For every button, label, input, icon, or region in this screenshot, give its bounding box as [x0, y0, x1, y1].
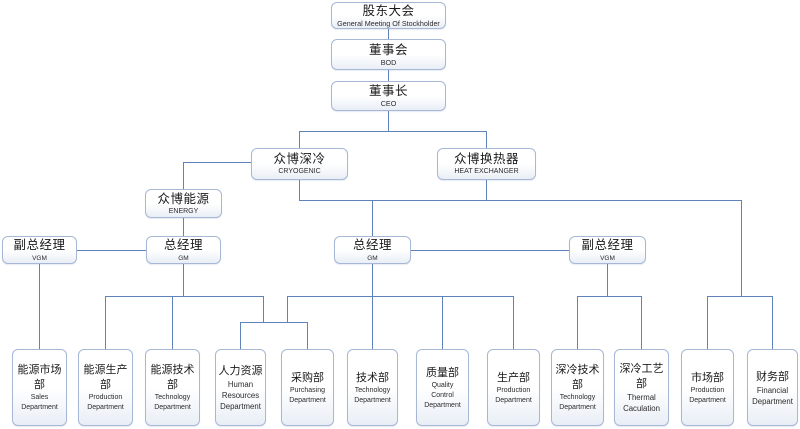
dept-subtitle: Sales Department — [21, 394, 58, 411]
dept-subtitle: Technology Department — [354, 386, 391, 404]
dept-technology: 技术部 Technology Department — [347, 349, 398, 426]
energy-gm-title: 总经理 — [163, 236, 203, 252]
dept-title: 采购部 — [291, 370, 324, 384]
dept-energy-production: 能源生产部 Production Department — [78, 349, 133, 426]
dept-subtitle: Production Department — [689, 386, 726, 404]
node-gm: 总经理 GM — [334, 236, 411, 264]
shareholders-meeting-title: 股东大会 — [362, 2, 415, 18]
board-title: 董事会 — [368, 41, 408, 57]
dept-energy-sales: 能源市场部 Sales Department — [12, 349, 67, 426]
energy-title: 众博能源 — [157, 190, 210, 206]
dept-finance: 财务部 Financial Department — [747, 349, 798, 426]
dept-title: 技术部 — [356, 370, 389, 384]
vgm-subtitle: VGM — [600, 254, 615, 262]
node-vgm: 副总经理 VGM — [569, 236, 646, 264]
dept-energy-technology: 能源技术部 Technology Department — [145, 349, 200, 426]
dept-cryogenic-process: 深冷工艺部 Thermal Caculation — [614, 349, 669, 426]
energy-gm-subtitle: GM — [178, 254, 189, 262]
dept-subtitle: Financial Department — [752, 385, 793, 406]
node-energy-gm: 总经理 GM — [146, 236, 221, 264]
dept-subtitle: Technology Department — [559, 394, 596, 411]
energy-vgm-subtitle: VGM — [32, 254, 47, 262]
dept-title: 人力资源 — [218, 364, 263, 377]
dept-subtitle: Quality Control Department — [424, 381, 461, 409]
dept-subtitle: Purchasing Department — [289, 386, 326, 404]
dept-title: 生产部 — [497, 370, 530, 384]
node-shareholders-meeting: 股东大会 General Meeting Of Stockholder — [331, 2, 446, 29]
dept-cryogenic-technology: 深冷技术部 Technology Department — [551, 349, 604, 426]
vgm-title: 副总经理 — [581, 236, 634, 252]
dept-title: 能源技术部 — [150, 363, 195, 391]
cryogenic-title: 众博深冷 — [273, 151, 326, 166]
node-board: 董事会 BOD — [331, 39, 446, 70]
dept-subtitle: Technology Department — [154, 394, 191, 411]
chairman-subtitle: CEO — [380, 99, 397, 108]
dept-human-resources: 人力资源 Human Resources Department — [215, 349, 266, 426]
heat-exchanger-title: 众博换热器 — [453, 151, 519, 166]
dept-market: 市场部 Production Department — [681, 349, 734, 426]
dept-title: 深冷技术部 — [555, 363, 600, 391]
chairman-title: 董事长 — [368, 83, 408, 98]
node-heat-exchanger: 众博换热器 HEAT EXCHANGER — [437, 148, 536, 180]
dept-title: 能源生产部 — [83, 363, 128, 391]
node-cryogenic: 众博深冷 CRYOGENIC — [251, 148, 348, 180]
node-energy-vgm: 副总经理 VGM — [2, 236, 77, 264]
energy-vgm-title: 副总经理 — [13, 236, 66, 252]
dept-subtitle: Thermal Caculation — [623, 393, 660, 413]
heat-exchanger-subtitle: HEAT EXCHANGER — [454, 168, 519, 175]
dept-title: 深冷工艺部 — [619, 362, 664, 390]
dept-title: 质量部 — [426, 365, 459, 379]
dept-title: 财务部 — [756, 369, 789, 383]
dept-purchasing: 采购部 Purchasing Department — [281, 349, 334, 426]
dept-quality-control: 质量部 Quality Control Department — [416, 349, 469, 426]
dept-title: 能源市场部 — [17, 363, 62, 391]
node-energy: 众博能源 ENERGY — [145, 189, 222, 218]
energy-subtitle: ENERGY — [168, 207, 199, 215]
dept-title: 市场部 — [691, 370, 724, 384]
gm-title: 总经理 — [352, 236, 392, 252]
dept-production: 生产部 Production Department — [487, 349, 540, 426]
dept-subtitle: Production Department — [87, 394, 124, 411]
cryogenic-subtitle: CRYOGENIC — [278, 168, 321, 175]
dept-subtitle: Production Department — [495, 386, 532, 404]
gm-subtitle: GM — [367, 254, 378, 262]
node-chairman: 董事长 CEO — [331, 81, 446, 111]
board-subtitle: BOD — [380, 57, 397, 67]
dept-subtitle: Human Resources Department — [220, 380, 261, 411]
shareholders-meeting-subtitle: General Meeting Of Stockholder — [337, 18, 440, 28]
